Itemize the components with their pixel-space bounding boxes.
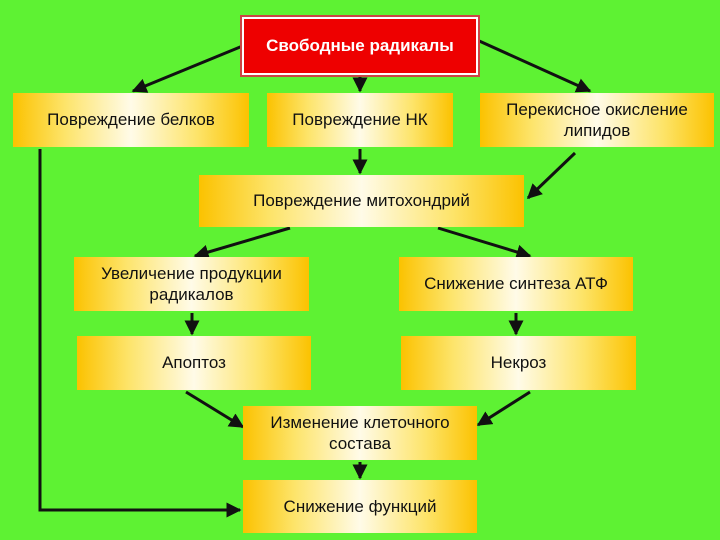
arrow-radicals-to-protein <box>131 43 246 93</box>
arrow-mitochondria-to-atp <box>437 226 532 260</box>
arrow-mitochondria-to-radical-production <box>193 226 291 260</box>
arrow-apoptosis-to-composition <box>185 390 245 429</box>
node-necrosis: Некроз <box>401 336 636 390</box>
node-lipid-peroxidation: Перекисное окисление липидов <box>480 93 714 147</box>
node-mitochondria-damage: Повреждение митохондрий <box>199 175 524 227</box>
arrow-necrosis-to-composition <box>476 390 531 427</box>
arrow-radicals-to-lipids <box>476 38 592 93</box>
node-protein-damage: Повреждение белков <box>13 93 249 147</box>
arrow-lipids-to-mitochondria <box>526 151 577 200</box>
node-atp-synthesis-decrease: Снижение синтеза АТФ <box>399 257 633 311</box>
node-radical-production-increase: Увеличение продукции радикалов <box>74 257 309 311</box>
node-function-decrease: Снижение функций <box>243 480 477 533</box>
node-cell-composition-change: Изменение клеточного состава <box>243 406 477 460</box>
node-nucleic-acid-damage: Повреждение НК <box>267 93 453 147</box>
node-free-radicals: Свободные радикалы <box>242 17 478 75</box>
node-apoptosis: Апоптоз <box>77 336 311 390</box>
arrow-protein-to-function <box>38 149 242 518</box>
